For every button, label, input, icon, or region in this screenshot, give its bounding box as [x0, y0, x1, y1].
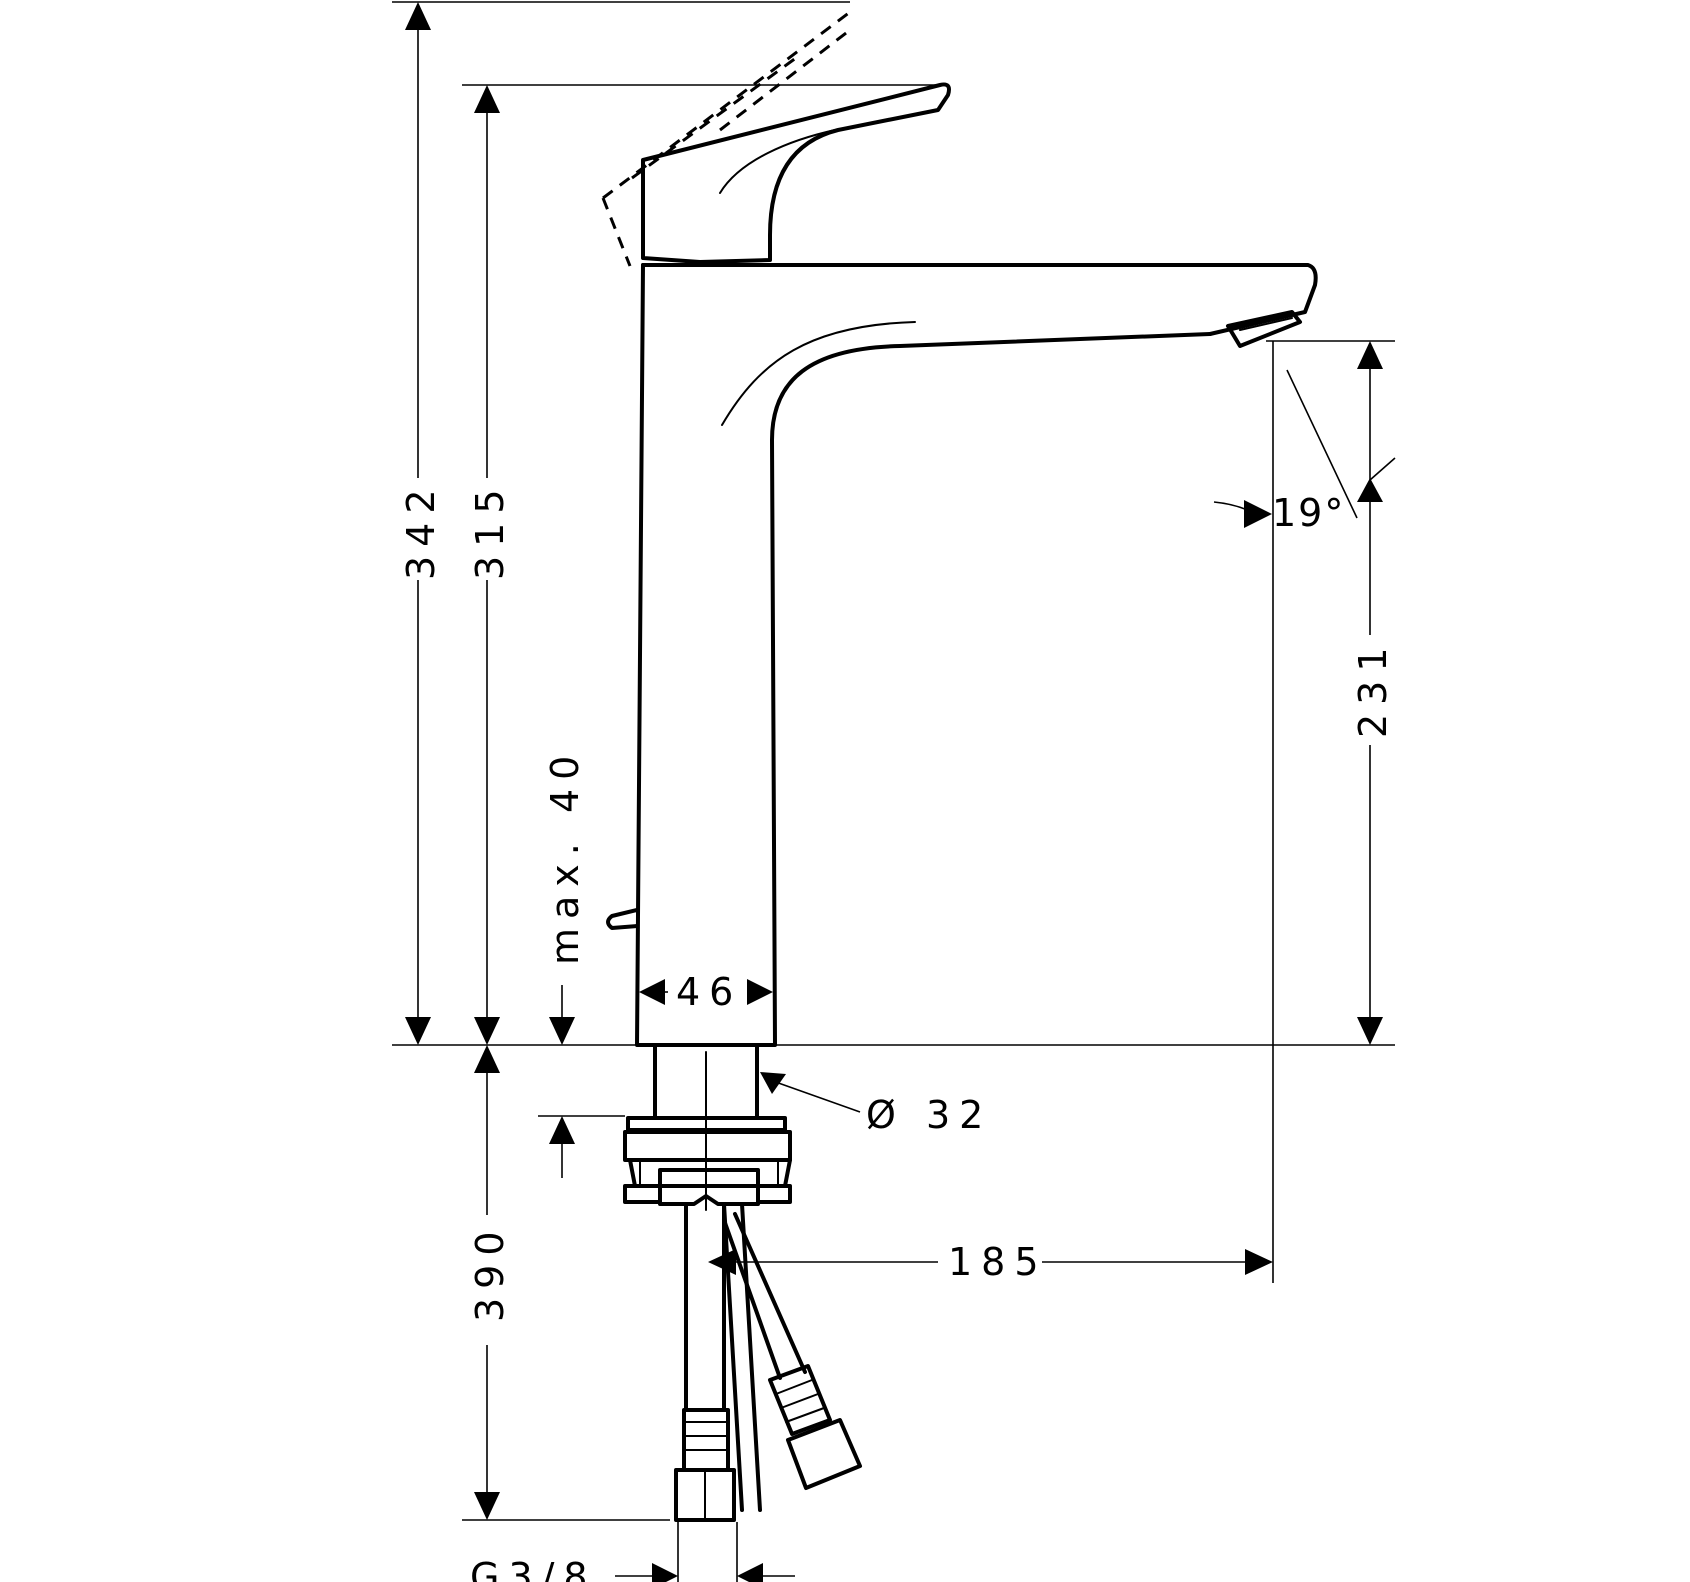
- arrow-390-top: [474, 1045, 500, 1073]
- label-185: 185: [948, 1240, 1048, 1284]
- label-diameter: Ø 32: [866, 1093, 992, 1137]
- label-390: 390: [468, 1222, 512, 1322]
- label-max40: max. 40: [543, 747, 587, 965]
- arrow-diameter: [760, 1072, 786, 1094]
- faucet-outline: [601, 10, 1318, 1522]
- label-46: 46: [676, 970, 742, 1014]
- arrow-185-left: [708, 1249, 736, 1275]
- arrow-231-mid: [1357, 478, 1383, 502]
- label-315: 315: [468, 480, 512, 580]
- arrow-19deg: [1244, 500, 1272, 528]
- arrow-231-bottom: [1357, 1017, 1383, 1045]
- arrow-231-top: [1357, 341, 1383, 369]
- arrow-315-bottom: [474, 1017, 500, 1045]
- arrow-390-bottom: [474, 1492, 500, 1520]
- arrow-342-top: [405, 2, 431, 30]
- arrow-46-right: [747, 979, 773, 1005]
- arrow-g38-right: [737, 1563, 763, 1582]
- arrow-315-top: [474, 85, 500, 113]
- arrow-max40-bottom: [549, 1116, 575, 1144]
- label-342: 342: [399, 480, 443, 580]
- arrow-max40-top: [549, 1017, 575, 1045]
- arrow-46-left: [639, 979, 665, 1005]
- arrowheads: [405, 2, 1383, 1582]
- arrow-g38-left: [652, 1563, 678, 1582]
- arrow-185-right: [1245, 1249, 1273, 1275]
- label-g38: G3/8: [470, 1555, 597, 1582]
- dimension-lines: [392, 1, 1396, 1582]
- label-19deg: 19°: [1272, 491, 1345, 535]
- dimension-labels: 342 315 max. 40 390 231 46 Ø 32 185 19° …: [399, 480, 1395, 1582]
- arrow-342-bottom: [405, 1017, 431, 1045]
- label-231: 231: [1351, 638, 1395, 738]
